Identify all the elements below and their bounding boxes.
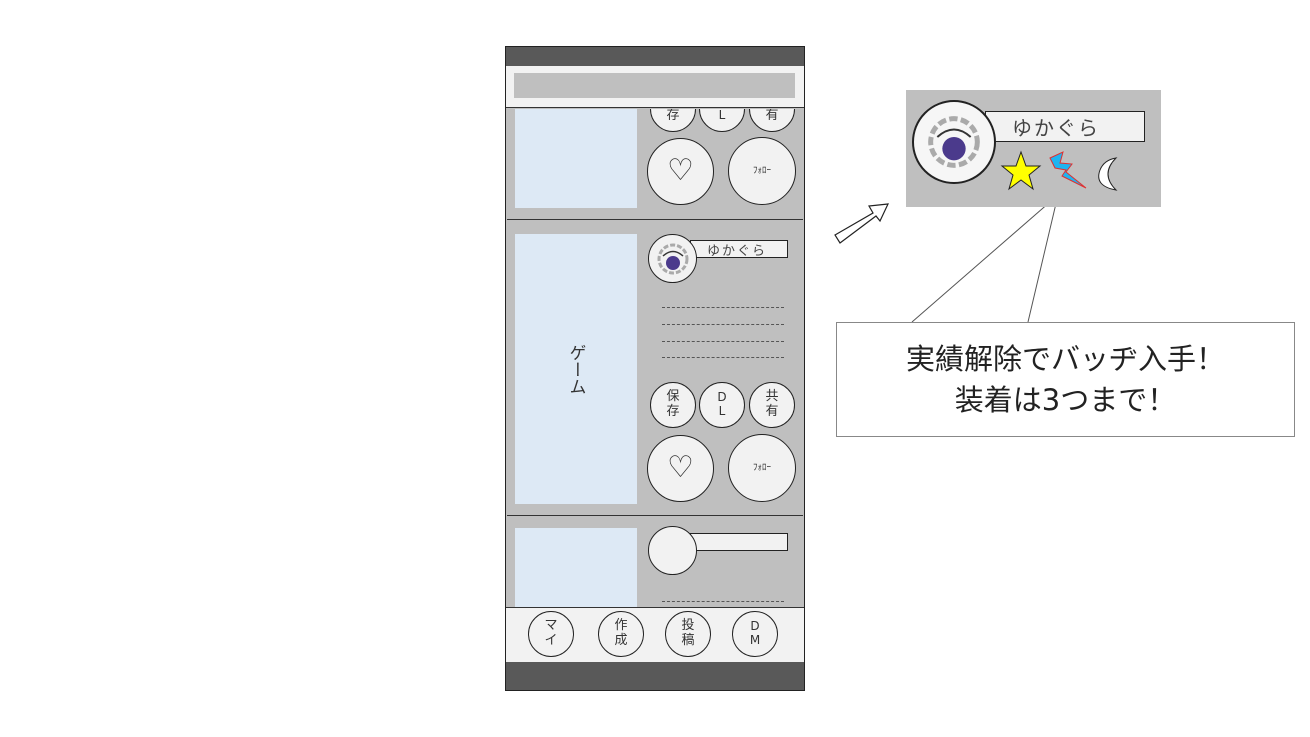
nav-post-button[interactable]: 投 稿 [665,611,711,657]
download-button[interactable]: D L [699,382,745,428]
badge-row [1000,150,1118,191]
like-button[interactable]: ♡ [647,138,714,205]
nav-my-button[interactable]: マ イ [528,611,574,657]
follow-button[interactable]: ﾌｫﾛｰ [728,434,796,502]
star-badge-icon [1000,150,1042,191]
share-button[interactable]: 共 有 [749,382,795,428]
text-placeholder [662,357,784,358]
post-image[interactable]: ゲーム [515,234,637,504]
save-button[interactable]: 存 [650,109,696,132]
text-placeholder [662,307,784,308]
text-placeholder [662,341,784,342]
status-bar [506,47,804,66]
callout-box: 実績解除でバッヂ入手！ 装着は3つまで！ [836,322,1295,437]
search-bar[interactable] [514,73,795,98]
follow-button[interactable]: ﾌｫﾛｰ [728,137,796,205]
post-image-label: ゲーム [565,343,586,395]
text-placeholder [662,601,784,602]
arrow-icon [834,203,889,244]
save-button[interactable]: 保 存 [650,382,696,428]
like-button[interactable]: ♡ [647,435,714,502]
gear-avatar-icon [657,243,688,274]
callout-line-1: 実績解除でバッヂ入手！ [905,341,1225,376]
post-image[interactable] [515,109,637,208]
gear-avatar-icon [928,116,980,168]
nav-create-button[interactable]: 作 成 [598,611,644,657]
moon-badge-icon [1098,157,1118,191]
text-placeholder [662,324,784,325]
badge-preview-username: ゆかぐら [985,111,1145,142]
callout-pointer [911,193,1059,323]
post-image[interactable] [515,528,637,607]
callout-line-2: 装着は3つまで！ [954,382,1177,417]
nav-dm-button[interactable]: D M [732,611,778,657]
post-divider [507,219,803,220]
post-divider [507,515,803,516]
avatar[interactable] [648,234,697,283]
avatar[interactable] [648,526,697,575]
home-bar [506,662,804,690]
lightning-badge-icon [1049,151,1087,189]
badge-preview-avatar [912,100,996,184]
